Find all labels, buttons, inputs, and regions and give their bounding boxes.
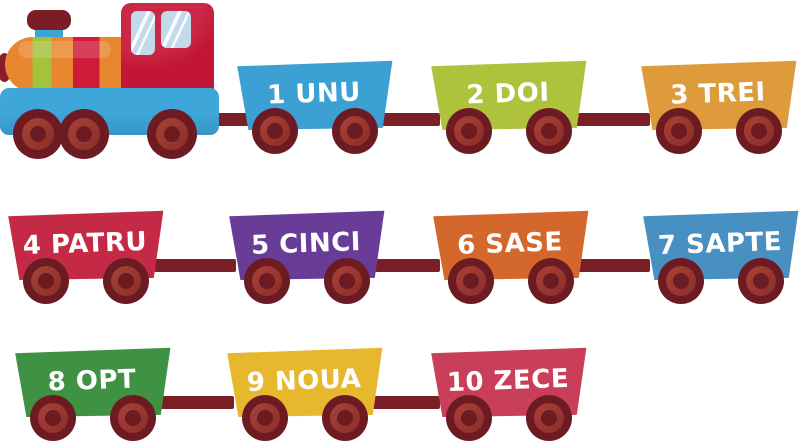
wheel: [446, 108, 492, 154]
wagon-label: 2 DOI: [465, 77, 550, 111]
cab-window-right: [161, 11, 191, 48]
coupling-bar: [370, 396, 440, 409]
wheel: [526, 108, 572, 154]
wagon-2: 2 DOI: [428, 60, 588, 154]
wheel: [322, 395, 368, 441]
wagon-label: 4 PATRU: [22, 226, 148, 262]
wagon-1: 1 UNU: [234, 60, 394, 154]
coupling-bar: [208, 113, 252, 126]
coupling-bar: [154, 259, 236, 272]
wagon-label: 1 UNU: [266, 77, 362, 111]
wheel: [528, 258, 574, 304]
wagon-4: 4 PATRU: [5, 210, 165, 304]
wheel: [324, 258, 370, 304]
wheel: [446, 395, 492, 441]
wheel: [59, 109, 109, 159]
wagon-label: 3 TREI: [669, 77, 767, 111]
wagon-3: 3 TREI: [638, 60, 798, 154]
coupling-bar: [376, 113, 440, 126]
wagon-label: 9 NOUA: [246, 364, 362, 398]
boiler: [5, 37, 131, 92]
wagon-label: 7 SAPTE: [657, 226, 783, 262]
wheel: [13, 109, 63, 159]
wagon-label: 5 CINCI: [250, 227, 362, 261]
smokestack-cap: [27, 10, 71, 30]
wagon-10: 10 ZECE: [428, 347, 588, 441]
wagon-5: 5 CINCI: [226, 210, 386, 304]
wheel: [103, 258, 149, 304]
wagon-label: 8 OPT: [47, 364, 137, 398]
wheel: [23, 258, 69, 304]
wheel: [147, 109, 197, 159]
wheel: [242, 395, 288, 441]
wheel: [658, 258, 704, 304]
coupling-bar: [160, 396, 234, 409]
locomotive-cab: [121, 3, 214, 92]
wheel: [110, 395, 156, 441]
wheel: [738, 258, 784, 304]
cab-window-left: [131, 11, 155, 55]
wagon-8: 8 OPT: [12, 347, 172, 441]
wheel: [448, 258, 494, 304]
wagon-label: 10 ZECE: [446, 363, 570, 399]
wheel: [332, 108, 378, 154]
wheel: [244, 258, 290, 304]
wagon-label: 6 SASE: [456, 227, 564, 261]
locomotive: [0, 3, 222, 161]
wagon-6: 6 SASE: [430, 210, 590, 304]
coupling-bar: [574, 113, 650, 126]
coupling-bar: [374, 259, 440, 272]
wheel: [30, 395, 76, 441]
wagon-9: 9 NOUA: [224, 347, 384, 441]
wheel: [656, 108, 702, 154]
wheel: [526, 395, 572, 441]
coupling-bar: [578, 259, 650, 272]
wagon-7: 7 SAPTE: [640, 210, 800, 304]
wheel: [736, 108, 782, 154]
wheel: [252, 108, 298, 154]
